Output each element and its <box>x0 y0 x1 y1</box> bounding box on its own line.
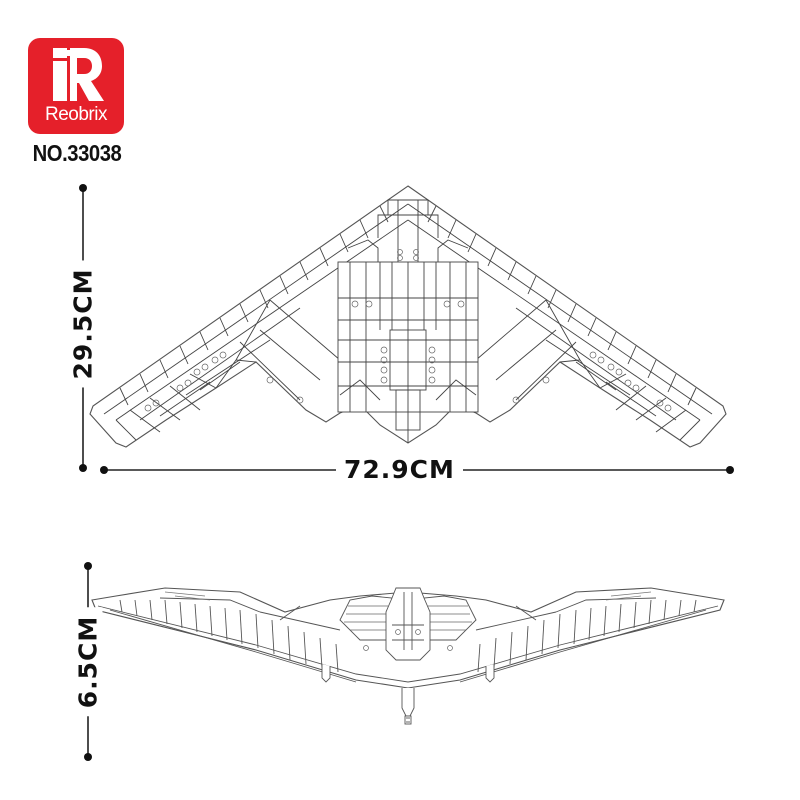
length-label: 72.9CM <box>336 455 463 484</box>
model-number: NO.33038 <box>32 140 122 166</box>
depth-label: 29.5CM <box>68 260 98 388</box>
height-label: 6.5CM <box>73 607 103 717</box>
brand-name: Reobrix <box>45 104 107 125</box>
brand-logo: Reobrix <box>28 38 124 134</box>
reobrix-r-icon <box>53 48 104 101</box>
top-view-drawing <box>89 185 727 448</box>
front-view-drawing <box>91 587 725 725</box>
